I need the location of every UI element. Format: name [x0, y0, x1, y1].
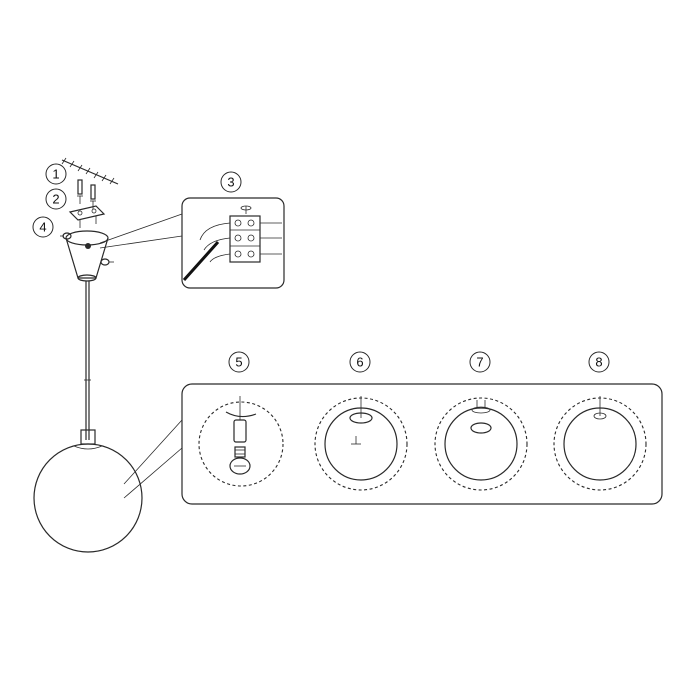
step-number-4: 4 [39, 220, 46, 235]
ceiling-canopy [60, 230, 114, 282]
step-number-1: 1 [52, 167, 59, 182]
step-number-6-badge: 6 [349, 351, 371, 373]
step-number-2: 2 [52, 192, 59, 207]
mounting-bracket [68, 205, 106, 228]
globe-callout-lines [123, 419, 183, 499]
ceiling-surface [61, 157, 119, 185]
step6-detail [314, 396, 408, 491]
step8-detail [553, 396, 647, 491]
step-number-8: 8 [595, 355, 602, 370]
step-number-8-badge: 8 [588, 351, 610, 373]
step-number-7-badge: 7 [469, 351, 491, 373]
step-number-6: 6 [356, 355, 363, 370]
step-number-5-badge: 5 [228, 351, 250, 373]
step-number-1-badge: 1 [45, 163, 67, 185]
step7-detail [434, 397, 528, 491]
suspension-cable [84, 281, 91, 440]
step-number-4-badge: 4 [32, 216, 54, 238]
step-number-3-badge: 3 [220, 171, 242, 193]
steps-panel [181, 383, 663, 505]
step-number-3: 3 [227, 175, 234, 190]
step-number-2-badge: 2 [45, 188, 67, 210]
step-number-7: 7 [476, 355, 483, 370]
wiring-detail-box [181, 197, 285, 289]
glass-globe [33, 443, 143, 553]
lamp-holder [80, 429, 96, 445]
wall-plugs-and-screws [77, 179, 96, 209]
step-number-5: 5 [235, 355, 242, 370]
wiring-callout-lines [99, 213, 183, 249]
step5-detail [198, 396, 284, 487]
